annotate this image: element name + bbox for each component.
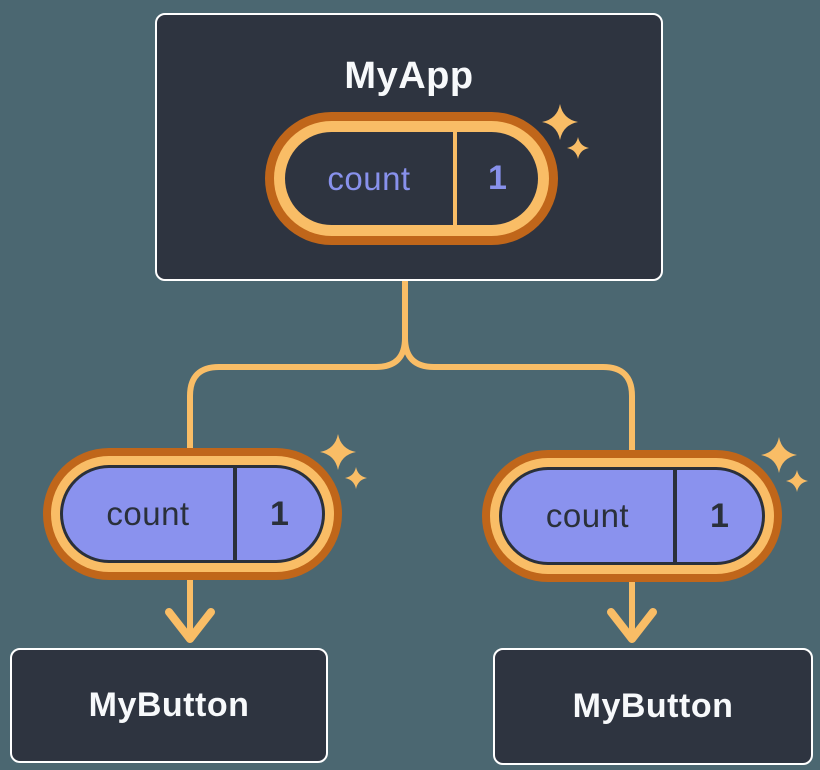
state-pill-left: count 1	[43, 448, 342, 580]
state-value: 1	[488, 159, 507, 197]
state-value: 1	[710, 496, 729, 535]
node-title: MyButton	[572, 687, 734, 725]
pill-divider	[453, 132, 457, 225]
pill-ring-inner: count 1	[60, 465, 325, 563]
state-pill-right: count 1	[482, 450, 782, 582]
pill-divider	[673, 470, 677, 562]
arrow-down-icon	[165, 608, 215, 643]
node-title: MyButton	[88, 686, 250, 724]
pill-ring-inner: count 1	[499, 467, 765, 565]
pill-body: count 1	[285, 132, 538, 225]
pill-body: count 1	[502, 470, 762, 562]
mybutton-node-right: MyButton	[493, 648, 813, 765]
state-name-label: count	[545, 497, 630, 534]
pill-divider	[233, 468, 237, 560]
pill-body: count 1	[63, 468, 322, 560]
state-name-label: count	[106, 495, 190, 532]
arrow-down-icon	[607, 608, 657, 643]
state-value: 1	[270, 494, 289, 533]
sparkles-icon	[542, 104, 589, 159]
pill-ring: count 1	[490, 458, 774, 574]
node-title: MyApp	[344, 55, 474, 97]
state-pill-root: count 1	[265, 112, 558, 245]
mybutton-node-left: MyButton	[10, 648, 328, 763]
tree-branch-right	[402, 276, 635, 636]
pill-ring: count 1	[51, 456, 334, 572]
state-name-label: count	[327, 159, 411, 197]
sparkles-icon	[320, 434, 367, 489]
sparkles-icon	[761, 437, 808, 492]
pill-ring: count 1	[274, 121, 549, 236]
